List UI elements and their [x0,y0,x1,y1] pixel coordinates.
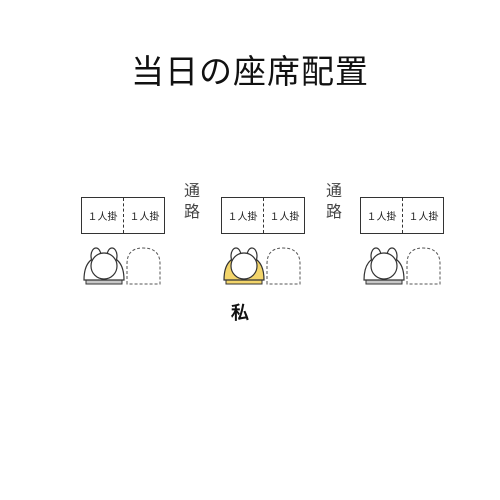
desk-left-seat-1-label: １人掛 [87,212,118,223]
empty-seat-right [406,247,441,285]
desk-left: １人掛 １人掛 [81,197,165,234]
desk-right-seat-1-label: １人掛 [366,212,397,223]
empty-seat-center [266,247,301,285]
desk-divider [263,198,264,233]
page-title: 当日の座席配置 [131,52,369,91]
desk-right: １人掛 １人掛 [360,197,444,234]
person-head-me [230,252,258,280]
aisle-label-1: 通 路 [183,181,200,221]
person-right-occupied [363,247,405,285]
person-me [223,247,265,285]
desk-left-seat-2-label: １人掛 [129,212,160,223]
aisle-label-2: 通 路 [325,181,342,221]
empty-seat-left [126,247,161,285]
desk-center-seat-1-label: １人掛 [227,212,258,223]
person-left-occupied [83,247,125,285]
person-head [90,252,118,280]
me-label: 私 [231,303,249,324]
desk-center-seat-2-label: １人掛 [269,212,300,223]
desk-divider [402,198,403,233]
desk-center: １人掛 １人掛 [221,197,305,234]
person-head [370,252,398,280]
desk-right-seat-2-label: １人掛 [408,212,439,223]
desk-divider [123,198,124,233]
